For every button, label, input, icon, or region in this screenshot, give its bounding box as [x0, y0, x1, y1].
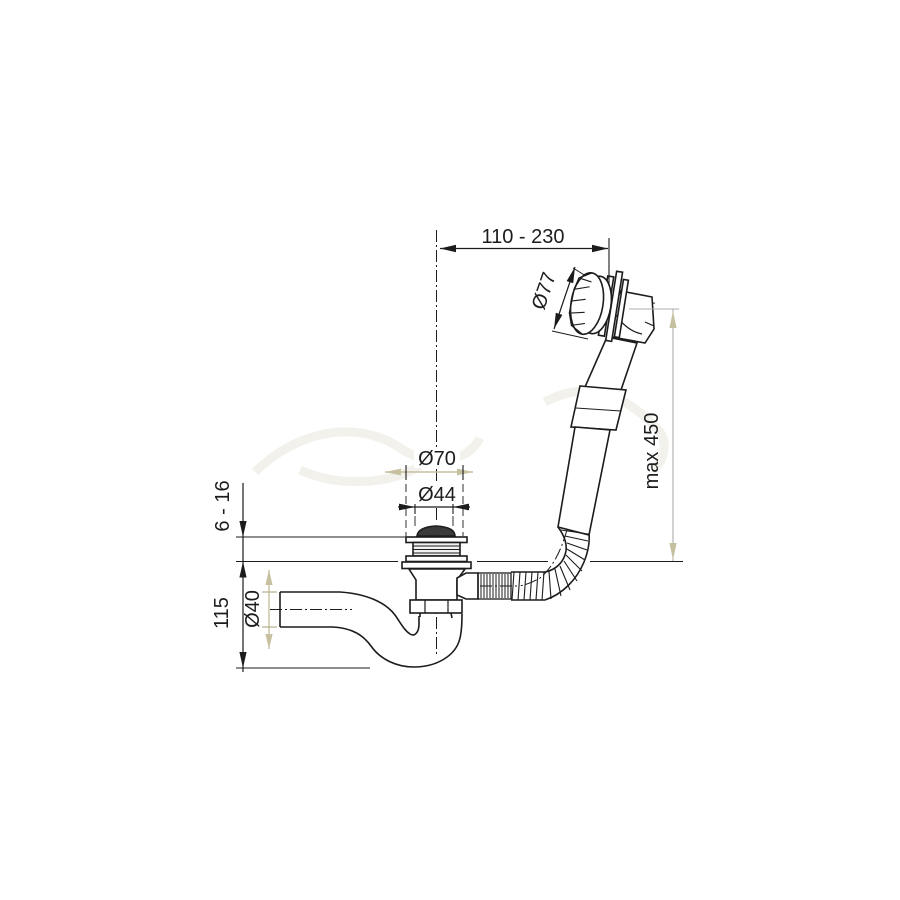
arrow-down — [669, 543, 677, 560]
dimension-plug-diameter: Ø44 — [398, 484, 470, 526]
arrow-left-in — [453, 503, 469, 511]
p-trap — [279, 591, 463, 668]
label-top-width-range: 110 - 230 — [481, 226, 564, 248]
label-trap-height: 115 — [211, 597, 233, 629]
arrow-down — [554, 312, 563, 329]
drain-assembly — [401, 525, 512, 614]
arrow-down — [265, 634, 273, 649]
label-flange-diameter: Ø70 — [418, 448, 456, 470]
dimension-max-length: max 450 — [629, 308, 679, 561]
label-pipe-diameter: Ø40 — [242, 590, 264, 628]
label-panel-thickness: 6 - 16 — [212, 480, 234, 531]
hose-bend-inner — [544, 526, 567, 573]
arrow-left — [440, 244, 456, 253]
tube-sleeve — [570, 385, 628, 431]
drain-flange — [401, 561, 472, 570]
arrow-up — [265, 570, 273, 585]
hose-bend-outer — [544, 532, 591, 601]
outlet-neck — [456, 572, 479, 600]
trap-nut — [409, 599, 463, 614]
tube-lower — [557, 426, 611, 536]
label-max-length: max 450 — [641, 413, 663, 490]
dimension-flange-diameter: Ø70 — [385, 447, 473, 536]
overflow-tube — [511, 385, 628, 601]
label-plug-diameter: Ø44 — [418, 484, 456, 506]
arrow-up — [566, 267, 575, 284]
label-knob-diameter: Ø77 — [528, 270, 561, 313]
arrow-down-668 — [239, 652, 247, 668]
overflow-pipe-upper — [583, 336, 639, 391]
arrow-up — [669, 311, 677, 328]
arrow-up-562 — [239, 561, 247, 578]
dimension-left-stack: 6 - 16 115 — [211, 480, 683, 672]
drain-plug-cap — [416, 525, 456, 537]
arrow-right-in — [399, 503, 415, 511]
arrow-right — [592, 244, 608, 253]
overflow-knob — [568, 272, 613, 336]
arrow-left — [385, 468, 401, 476]
arrow-right — [457, 468, 473, 476]
trap-inner-curve — [339, 591, 420, 636]
hose-ribs — [511, 529, 589, 601]
overflow-head — [568, 270, 655, 391]
dimension-top-width: 110 - 230 — [440, 226, 610, 286]
outlet-thread — [480, 574, 509, 598]
dimension-pipe-diameter: Ø40 — [242, 570, 277, 649]
overflow-tube-centerline — [517, 317, 628, 587]
trap-outer-curve — [332, 613, 463, 668]
arrow-down-537 — [239, 521, 247, 537]
